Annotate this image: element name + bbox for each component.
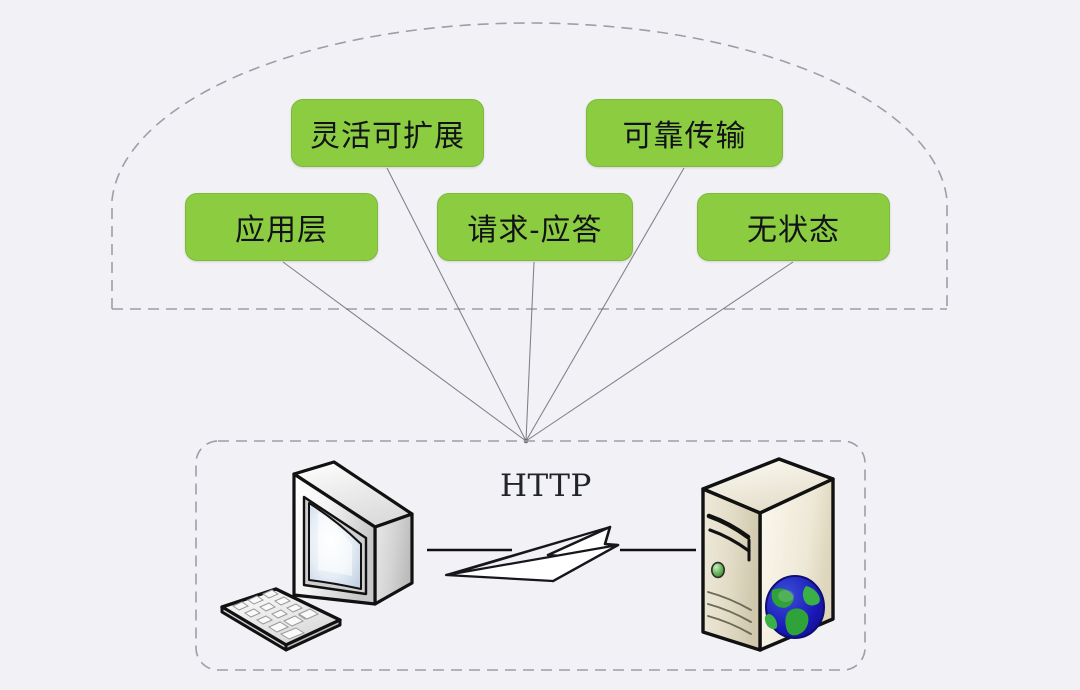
connector-to-flexible (386, 167, 527, 442)
feature-box-request-response[interactable]: 请求-应答 (437, 193, 633, 261)
keyboard-icon (220, 587, 342, 652)
feature-box-application-layer[interactable]: 应用层 (185, 193, 378, 261)
desktop-computer-icon (292, 460, 414, 606)
connector-to-reqresp (525, 261, 535, 442)
protocol-label: HTTP (500, 468, 592, 504)
lightning-bolt-icon (444, 525, 620, 583)
connector-to-stateless (525, 261, 794, 442)
feature-box-flexible[interactable]: 灵活可扩展 (291, 99, 484, 167)
feature-group-outline (111, 22, 948, 310)
network-group-outline (195, 440, 866, 671)
feature-box-reliable[interactable]: 可靠传输 (586, 99, 783, 167)
globe-icon (764, 575, 825, 639)
connector-to-reliable (525, 167, 685, 442)
connector-to-applayer (282, 261, 527, 442)
connector-lines (282, 167, 794, 444)
feature-box-stateless[interactable]: 无状态 (697, 193, 890, 261)
